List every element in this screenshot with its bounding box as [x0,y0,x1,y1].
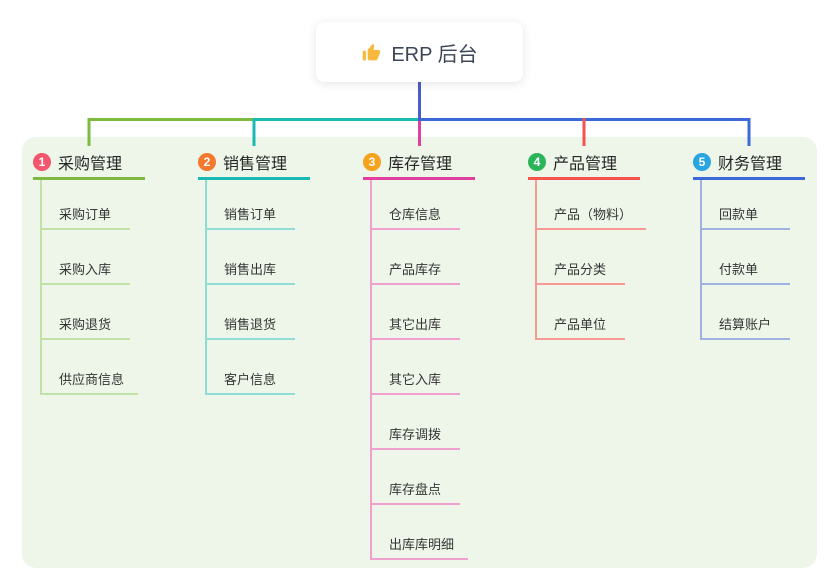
branch-4: 4 产品管理产品（物料）产品分类产品单位 [528,147,647,340]
root-label: ERP 后台 [391,43,478,66]
branch-number-badge: 4 [528,153,546,171]
branch-title[interactable]: 4 产品管理 [528,147,640,180]
child-node[interactable]: 回款单 [702,180,790,230]
child-node[interactable]: 结算账户 [702,285,790,340]
child-node[interactable]: 采购订单 [42,180,130,230]
child-node[interactable]: 库存盘点 [372,450,460,505]
child-node[interactable]: 付款单 [702,230,790,285]
branch-children: 回款单付款单结算账户 [700,180,805,340]
child-node[interactable]: 销售退货 [207,285,295,340]
child-node[interactable]: 采购退货 [42,285,130,340]
child-node[interactable]: 产品单位 [537,285,625,340]
branch-title-label: 产品管理 [553,156,618,173]
branch-children: 采购订单采购入库采购退货供应商信息 [40,180,145,395]
branch-title-label: 销售管理 [223,156,288,173]
child-node[interactable]: 库存调拨 [372,395,460,450]
branch-number-badge: 2 [198,153,216,171]
child-node[interactable]: 其它入库 [372,340,460,395]
branch-title[interactable]: 1 采购管理 [33,147,145,180]
branch-children: 产品（物料）产品分类产品单位 [535,180,647,340]
branch-5: 5 财务管理回款单付款单结算账户 [693,147,805,340]
root-node[interactable]: ERP 后台 [316,22,523,82]
branch-number-badge: 3 [363,153,381,171]
child-node[interactable]: 供应商信息 [42,340,139,395]
child-node[interactable]: 采购入库 [42,230,130,285]
branch-children: 仓库信息产品库存其它出库其它入库库存调拨库存盘点出库库明细 [370,180,475,560]
child-node[interactable]: 出库库明细 [372,505,469,560]
branch-3: 3 库存管理仓库信息产品库存其它出库其它入库库存调拨库存盘点出库库明细 [363,147,475,560]
branch-title-label: 财务管理 [718,156,783,173]
child-node[interactable]: 产品库存 [372,230,460,285]
branch-2: 2 销售管理销售订单销售出库销售退货客户信息 [198,147,310,395]
branch-title-label: 采购管理 [58,156,123,173]
branch-title[interactable]: 3 库存管理 [363,147,475,180]
child-node[interactable]: 仓库信息 [372,180,460,230]
branch-number-badge: 5 [693,153,711,171]
branch-title-label: 库存管理 [388,156,453,173]
child-node[interactable]: 销售订单 [207,180,295,230]
child-node[interactable]: 其它出库 [372,285,460,340]
child-node[interactable]: 销售出库 [207,230,295,285]
branch-number-badge: 1 [33,153,51,171]
branch-children: 销售订单销售出库销售退货客户信息 [205,180,310,395]
branch-title[interactable]: 2 销售管理 [198,147,310,180]
thumbs-up-icon [361,42,382,63]
child-node[interactable]: 产品分类 [537,230,625,285]
branch-1: 1 采购管理采购订单采购入库采购退货供应商信息 [33,147,145,395]
mindmap-panel [22,137,817,568]
child-node[interactable]: 产品（物料） [537,180,647,230]
child-node[interactable]: 客户信息 [207,340,295,395]
branch-title[interactable]: 5 财务管理 [693,147,805,180]
